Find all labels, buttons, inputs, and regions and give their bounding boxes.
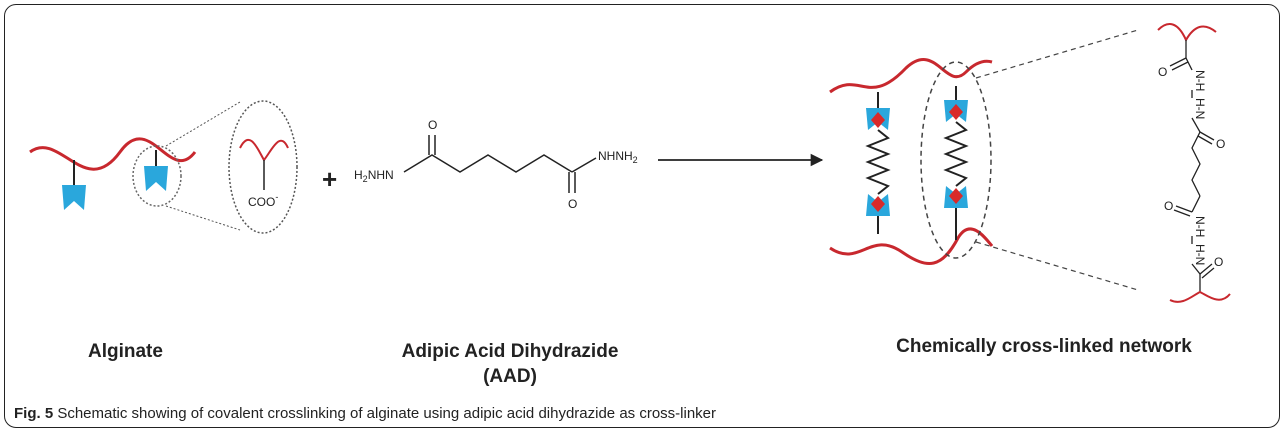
aad-right-oxygen: O — [568, 197, 577, 211]
zoom-chain-backbone — [1191, 131, 1201, 197]
zoom-bottom-chain — [1169, 290, 1231, 303]
zoom-hn-1: H-N — [1193, 98, 1207, 119]
zoom-oxygen-2: O — [1216, 137, 1225, 151]
left-spring — [865, 129, 891, 195]
right-bottom-dot — [949, 188, 963, 204]
aad-left-oxygen: O — [428, 118, 437, 132]
aad-molecule: H2NHN O O NHNH2 — [354, 118, 638, 211]
network-zoom-line-bottom — [975, 241, 1139, 291]
alginate-highlight-circle — [132, 145, 182, 207]
zoom-oxygen-3: O — [1164, 199, 1173, 213]
zoom-oxygen-1: O — [1158, 65, 1167, 79]
zoom-structure: O N-H H-N O O N-H H-N O — [1157, 23, 1231, 303]
figure-frame — [4, 4, 1280, 428]
zoom-bond-4 — [1191, 117, 1201, 133]
network-bottom-chain — [829, 227, 994, 265]
zoom-carbonyl-d2 — [1201, 267, 1215, 279]
zoom-carbonyl-b1 — [1199, 131, 1215, 141]
zoom-bond-2 — [1185, 57, 1193, 71]
alginate-block-2 — [144, 166, 168, 191]
zoom-nh-2: N-H — [1193, 216, 1207, 237]
zoom-carbonyl-c2 — [1173, 209, 1191, 217]
alginate-zoom-chain — [239, 139, 289, 162]
network-top-chain — [829, 58, 993, 94]
network-title: Chemically cross-linked network — [896, 336, 1192, 357]
caption-label: Fig. 5 — [14, 405, 54, 422]
zoom-carbonyl-a1 — [1169, 57, 1187, 67]
zoom-bond-7 — [1191, 263, 1201, 275]
alginate-group: COO- Alginate — [29, 100, 298, 362]
right-spring — [943, 121, 969, 187]
zoom-nh-1: N-H — [1193, 70, 1207, 91]
left-bottom-dot — [871, 196, 885, 212]
aad-backbone — [403, 154, 573, 173]
alginate-zoom-line-top — [165, 101, 241, 147]
caption-text: Schematic showing of covalent crosslinki… — [53, 405, 717, 422]
aad-title-line2: (AAD) — [483, 366, 537, 387]
zoom-top-chain — [1157, 23, 1217, 43]
aad-title-line1: Adipic Acid Dihydrazide — [402, 341, 619, 362]
network-highlight-ellipse — [920, 61, 992, 259]
figure-caption: Fig. 5 Schematic showing of covalent cro… — [14, 405, 716, 422]
network-zoom-line-top — [975, 29, 1139, 79]
alginate-zoom-circle — [228, 100, 298, 234]
zoom-hn-2: H-N — [1193, 244, 1207, 265]
zoom-bond-5 — [1191, 195, 1201, 213]
zoom-carbonyl-c1 — [1175, 205, 1193, 213]
zoom-carbonyl-a2 — [1171, 61, 1189, 71]
aad-left-group: H2NHN — [354, 168, 394, 184]
alginate-block-1 — [62, 185, 86, 210]
aad-right-group: NHNH2 — [598, 149, 638, 165]
plus-sign: + — [322, 164, 337, 194]
alginate-title: Alginate — [88, 341, 163, 362]
zoom-carbonyl-b2 — [1197, 135, 1213, 145]
zoom-carbonyl-d1 — [1199, 263, 1213, 275]
right-top-dot — [949, 104, 963, 120]
aad-right-bond — [571, 157, 597, 173]
carboxylate-label: COO- — [248, 192, 278, 209]
network-group — [829, 29, 1139, 291]
zoom-oxygen-4: O — [1214, 255, 1223, 269]
alginate-chain — [29, 137, 197, 171]
left-top-dot — [871, 112, 885, 128]
alginate-zoom-line-bottom — [165, 205, 241, 231]
